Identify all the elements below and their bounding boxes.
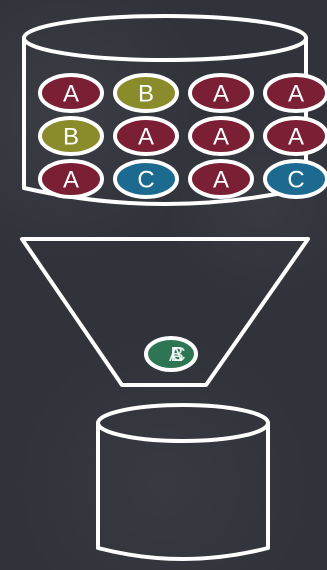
funnel-output: ABC [144,336,198,372]
source-ball-shape [188,159,254,199]
source-ball: A [38,73,104,113]
source-ball-shape [38,159,104,199]
source-ball-label: C [137,167,154,194]
source-ball-shape [188,116,254,156]
source-ball: C [263,159,327,199]
source-ball-label: A [63,167,79,194]
source-ball-label: A [288,81,304,108]
funnel-output-label: A [169,344,183,366]
source-ball-label: B [138,81,154,108]
source-ball: A [188,159,254,199]
source-ball-label: A [63,81,79,108]
source-ball-shape [38,116,104,156]
source-ball: A [113,116,179,156]
source-ball-label: A [213,81,229,108]
source-ball-label: A [138,124,154,151]
source-ball-shape [113,116,179,156]
source-ball: A [188,116,254,156]
source-ball-shape [113,159,179,199]
source-ball-shape [38,73,104,113]
funnel-output-label: C [171,344,185,366]
funnel: ABC [20,237,310,387]
source-ball: A [188,73,254,113]
source-ball-shape [263,73,327,113]
source-ball: A [263,116,327,156]
source-ball-shape [113,73,179,113]
funnel-outline [20,237,310,387]
source-ball: C [113,159,179,199]
source-ball: A [38,159,104,199]
source-ball-label: A [288,124,304,151]
source-ball-shape [263,116,327,156]
source-ball-shape [188,73,254,113]
source-ball-label: C [287,167,304,194]
source-ball-label: B [63,124,79,151]
source-ball-label: A [213,124,229,151]
source-ball: A [263,73,327,113]
target-container-rim [96,403,270,443]
source-ball: B [38,116,104,156]
source-container-rim [22,14,308,62]
source-ball: B [113,73,179,113]
target-container-body [96,421,270,561]
funnel-output-ball: ABC [144,336,198,372]
funnel-output-label: B [170,344,183,366]
source-ball-shape [263,159,327,199]
source-ball-label: A [213,167,229,194]
target-container [96,403,270,561]
funnel-output-ball-shape [144,336,198,372]
